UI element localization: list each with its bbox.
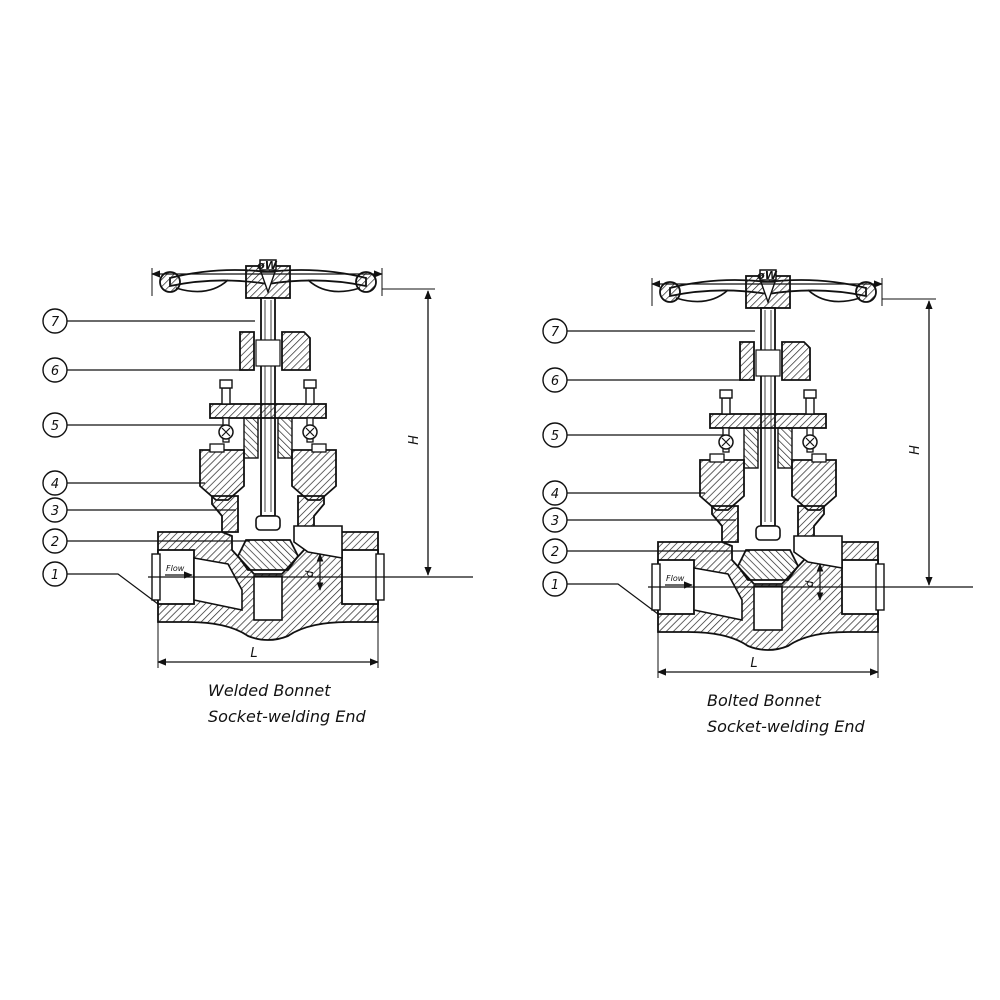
view-welded-bonnet: Flow øW H L d 7 6 5 (42, 259, 473, 668)
balloon-4: 4 (542, 480, 705, 506)
balloon-3: 3 (542, 507, 736, 533)
balloon-2: 2 (542, 538, 750, 564)
view-bolted-bonnet: Flow øW H L d 7 6 5 (542, 269, 973, 678)
balloon-7: 7 (542, 318, 755, 344)
balloon-6: 6 (42, 357, 248, 383)
balloon-4: 4 (42, 470, 205, 496)
svg-text:3: 3 (551, 514, 559, 529)
balloon-1: 1 (42, 561, 159, 605)
dim-l-label: L (250, 646, 257, 661)
svg-text:1: 1 (51, 568, 59, 583)
flow-label: Flow (666, 574, 685, 583)
balloon-3: 3 (42, 497, 236, 523)
balloon-6: 6 (542, 367, 748, 393)
svg-text:7: 7 (51, 315, 60, 330)
balloon-5: 5 (542, 422, 725, 448)
caption-line-1: Welded Bonnet (208, 681, 331, 700)
balloon-2: 2 (42, 528, 250, 554)
caption-line-2: Socket-welding End (707, 717, 865, 736)
svg-text:6: 6 (551, 374, 559, 389)
svg-text:7: 7 (551, 325, 560, 340)
svg-text:2: 2 (51, 535, 59, 550)
caption-bolted-bonnet: Bolted Bonnet Socket-welding End (707, 688, 865, 740)
svg-text:4: 4 (551, 487, 559, 502)
svg-text:3: 3 (51, 504, 59, 519)
caption-line-2: Socket-welding End (208, 707, 366, 726)
balloon-7: 7 (42, 308, 255, 334)
dim-d-label: d (803, 579, 816, 587)
flow-label: Flow (166, 564, 185, 573)
dim-l-label: L (750, 656, 757, 671)
dim-h-label: H (407, 435, 422, 445)
svg-text:5: 5 (51, 419, 59, 434)
caption-welded-bonnet: Welded Bonnet Socket-welding End (208, 678, 366, 730)
svg-text:5: 5 (551, 429, 559, 444)
svg-text:4: 4 (51, 477, 59, 492)
svg-text:2: 2 (551, 545, 559, 560)
dim-w-label: øW (256, 259, 278, 272)
balloon-5: 5 (42, 412, 225, 438)
dim-w-label: øW (756, 269, 778, 282)
dim-h-label: H (908, 445, 923, 455)
balloon-1: 1 (542, 571, 659, 615)
svg-text:1: 1 (551, 578, 559, 593)
caption-line-1: Bolted Bonnet (707, 691, 821, 710)
dim-d-label: d (303, 569, 316, 577)
svg-text:6: 6 (51, 364, 59, 379)
